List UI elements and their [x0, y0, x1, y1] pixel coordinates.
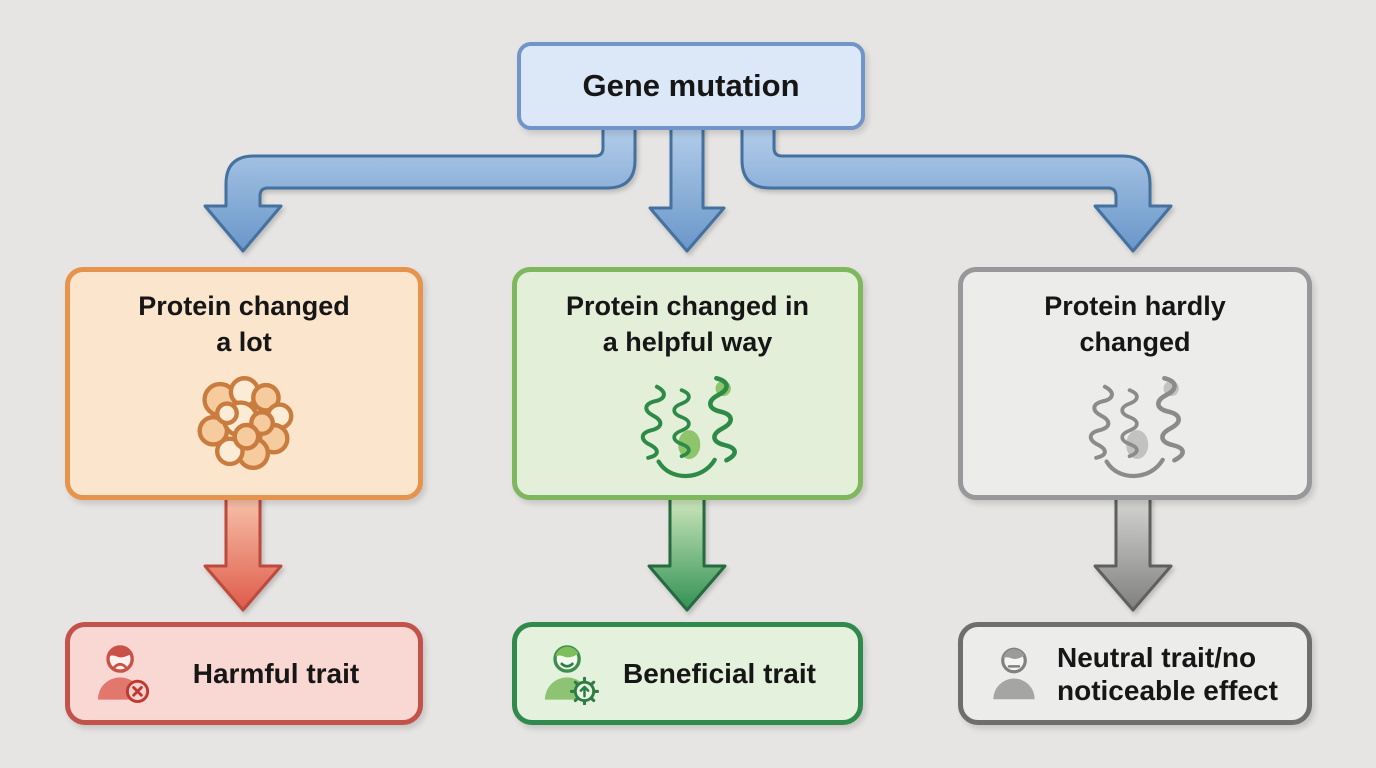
protein-box-changed-a-lot: Protein changed a lot [65, 267, 423, 500]
trait-label: Harmful trait [192, 658, 360, 689]
branch-arrow-right-icon [740, 123, 1173, 253]
branch-arrow-left-icon [203, 123, 637, 253]
trait-box-beneficial: Beneficial trait [512, 622, 863, 725]
protein-box-title: Protein hardly changed [1044, 291, 1226, 357]
beneficial-down-arrow-icon [647, 495, 727, 612]
root-box-label: Gene mutation [582, 68, 800, 103]
branch-arrow-middle-icon [648, 123, 726, 253]
protein-box-helpful-change: Protein changed in a helpful way [512, 267, 863, 500]
person-sad-x-icon [97, 644, 150, 703]
neutral-down-arrow-icon [1093, 495, 1173, 612]
ribbon-protein-icon [640, 375, 737, 478]
ribbon-protein-icon [1088, 375, 1185, 478]
person-happy-gear-icon [544, 644, 599, 705]
root-box-gene-mutation: Gene mutation [517, 42, 865, 130]
scrambled-protein-icon [197, 375, 294, 470]
trait-box-neutral: Neutral trait/no noticeable effect [958, 622, 1312, 725]
protein-box-title: Protein changed in a helpful way [565, 291, 810, 357]
trait-label: Beneficial trait [623, 658, 816, 689]
trait-label: Neutral trait/no noticeable effect [1057, 641, 1278, 706]
trait-box-harmful: Harmful trait [65, 622, 423, 725]
protein-box-title: Protein changed a lot [138, 291, 350, 357]
protein-box-hardly-changed: Protein hardly changed [958, 267, 1312, 500]
person-neutral-icon [993, 647, 1035, 699]
harmful-down-arrow-icon [203, 495, 283, 612]
